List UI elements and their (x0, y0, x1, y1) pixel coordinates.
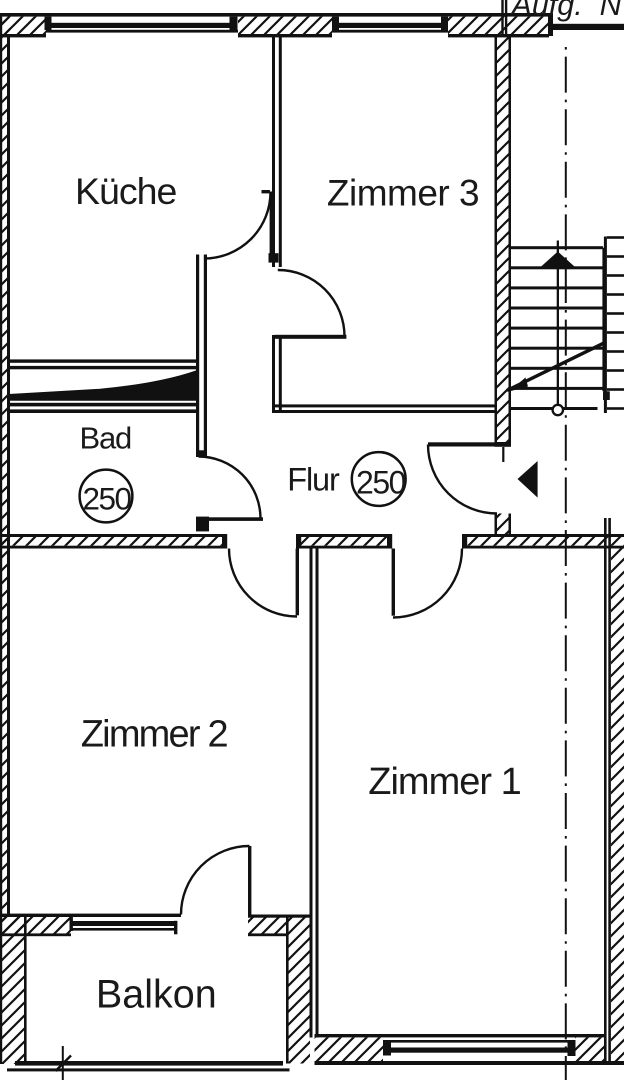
svg-text:Aufg. N: Aufg. N (510, 0, 623, 22)
svg-text:Zimmer 2: Zimmer 2 (81, 713, 228, 755)
svg-text:250: 250 (356, 465, 406, 501)
svg-text:Zimmer 3: Zimmer 3 (327, 173, 479, 214)
svg-text:Küche: Küche (75, 170, 176, 212)
svg-text:Zimmer 1: Zimmer 1 (368, 761, 520, 803)
svg-text:Bad: Bad (80, 421, 132, 456)
svg-text:Flur: Flur (287, 461, 340, 497)
svg-text:250: 250 (82, 481, 131, 517)
svg-text:Balkon: Balkon (96, 972, 217, 1016)
